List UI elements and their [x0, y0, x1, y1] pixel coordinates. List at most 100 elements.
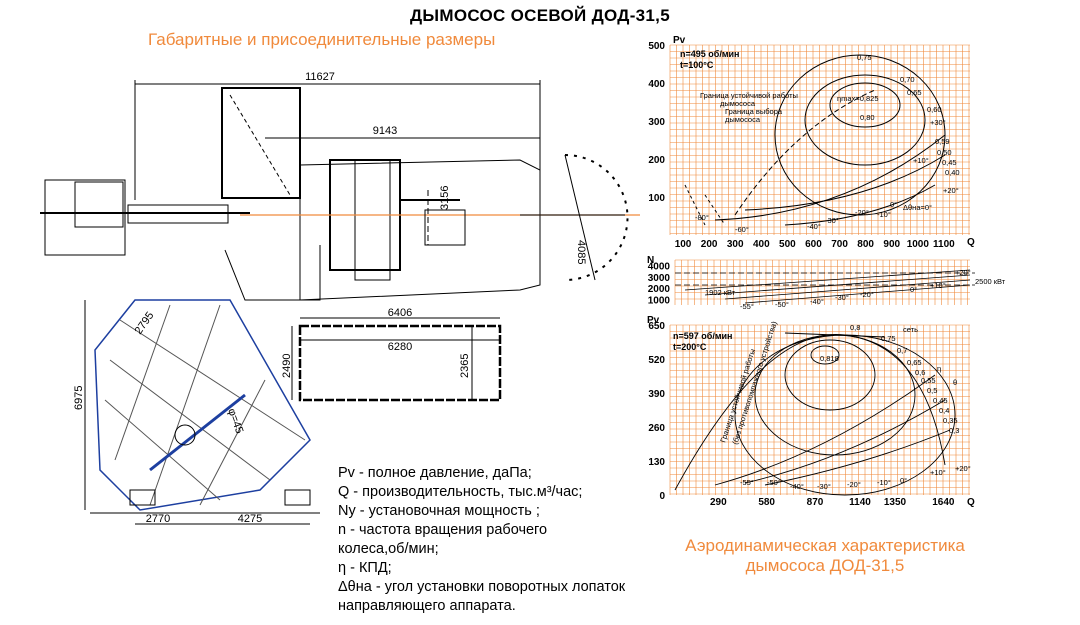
chart1-y-tick: 500 [648, 41, 665, 52]
chart1-angle-curve [744, 154, 946, 211]
chart1-angle-label: -60° [735, 225, 749, 234]
chart3-eff-label: 0,55 [921, 376, 936, 385]
legend-line: направляющего аппарата. [338, 598, 516, 614]
chart2-power-line [744, 284, 971, 304]
chart3-angle-label: -10° [877, 478, 891, 487]
chart3-network-line [784, 332, 886, 338]
dim-4085: 4085 [575, 240, 587, 264]
dimension-drawing: 11627 9143 3156 4085 6406 6280 2490 2365… [40, 71, 640, 525]
chart3-eta-label: η [937, 364, 941, 373]
chart3-eff-label: 0,35 [943, 416, 958, 425]
chart1-pv-label: Pv [673, 35, 686, 46]
chart2-angle-label: -20° [860, 290, 874, 299]
chart2-angle-label: +20° [955, 268, 971, 277]
chart1-angle-label: -30° [825, 216, 839, 225]
caption-line-2: дымососа ДОД-31,5 [745, 556, 905, 575]
chart1-x-tick: 1000 [907, 239, 930, 250]
chart3-eff-label: 0,65 [907, 358, 922, 367]
chart3-y-tick: 0 [659, 491, 665, 502]
chart2-y-tick: 1000 [648, 295, 671, 306]
dim-3156: 3156 [439, 186, 451, 210]
chart3-y-tick: 260 [648, 423, 665, 434]
chart1-y-tick: 100 [648, 193, 665, 204]
chart3-eff-label: 0,3 [949, 426, 959, 435]
chart2-power-line [724, 279, 971, 300]
chart1-annotation: Δθна=0° [903, 203, 932, 212]
inlet-box [221, 87, 301, 199]
legend-line: Ny - установочная мощность ; [338, 503, 540, 519]
chart3-eff-label: 0,6 [915, 368, 925, 377]
chart3-info-rpm: n=597 об/мин [673, 331, 732, 341]
chart3-angle-label: -55° [740, 478, 754, 487]
chart3-angle-label: +10° [930, 468, 946, 477]
chart2-y-tick: 3000 [648, 273, 671, 284]
legend-line: Q - производительность, тыс.м³/час; [338, 484, 583, 500]
chart3-q-label: Q [967, 497, 975, 508]
chart2-angle-label: +10° [930, 281, 946, 290]
chart1-angle-label: -80° [695, 213, 709, 222]
chart1-eff-label: 0,80 [860, 113, 875, 122]
chart3-eff-label: 0,75 [881, 334, 896, 343]
chart3-eff-label: 0,8 [850, 323, 860, 332]
chart1-x-tick: 300 [727, 239, 744, 250]
chart3-eff-label: 0,5 [927, 386, 937, 395]
chart1-x-tick: 400 [753, 239, 770, 250]
chart3-eff-curve [784, 339, 876, 411]
legend-line: колеса,об/мин; [338, 541, 439, 557]
chart2-angle-label: 0° [910, 285, 917, 294]
chart2-angle-label: -55° [740, 302, 754, 311]
chart1-angle-label: -10° [877, 210, 891, 219]
chart2-y-tick: 2000 [648, 284, 671, 295]
chart1-eff-label: 0,75 [857, 53, 872, 62]
dim-overall-length: 11627 [305, 71, 335, 83]
legend-line: η - КПД; [338, 560, 392, 576]
chart2-power-2500: 2500 кВт [975, 277, 1006, 286]
chart2-y-tick: 4000 [648, 262, 671, 273]
chart3-x-tick: 580 [758, 497, 775, 508]
chart3-x-tick: 1140 [849, 497, 871, 508]
chart1-annotation: Граница выбора [725, 107, 783, 116]
legend-line: n - частота вращения рабочего [338, 522, 548, 538]
chart1-info-rpm: n=495 об/мин [680, 49, 739, 59]
chart1-x-tick: 500 [779, 239, 796, 250]
dim-6406: 6406 [388, 307, 412, 319]
chart1-x-tick: 700 [831, 239, 848, 250]
chart1-q-label: Q [967, 237, 975, 248]
chart2-angle-label: -40° [810, 297, 824, 306]
caption-line-1: Аэродинамическая характеристика [685, 536, 965, 555]
chart3-eff-curve [734, 334, 956, 496]
chart3-x-tick: 290 [710, 497, 727, 508]
chart2-angle-label: -50° [775, 300, 789, 309]
chart3-x-tick: 1350 [884, 497, 907, 508]
chart3-eff-label: 0,7 [897, 346, 907, 355]
chart2-n-label: N [647, 255, 654, 266]
chart1-eff-label: 0,59 [935, 137, 950, 146]
chart1-eff-curve [804, 74, 926, 166]
chart3-y-tick: 130 [648, 457, 665, 468]
chart3-eff-label: 0,4 [939, 406, 949, 415]
dim-6975: 6975 [73, 386, 85, 410]
chart3-y-tick: 650 [648, 321, 665, 332]
chart3-angle-curve [764, 429, 951, 486]
chart1-annotation: дымососа [720, 99, 756, 108]
chart3-x-tick: 1640 [932, 497, 955, 508]
dim-4275: 4275 [238, 513, 262, 525]
aerodynamic-caption: Аэродинамическая характеристика дымососа… [660, 536, 990, 576]
chart1-x-tick: 800 [857, 239, 874, 250]
chart1-x-tick: 1100 [933, 239, 955, 250]
chart3-eff-curve [810, 345, 840, 365]
chart3-angle-curve [744, 399, 946, 484]
chart1-x-tick: 900 [883, 239, 900, 250]
chart1-annotation: Граница устойчивой работы [700, 91, 798, 100]
chart1-eff-label: 0,60 [927, 105, 942, 114]
chart1-eff-label: 0,70 [900, 75, 915, 84]
chart1-eff-label: 0,65 [907, 88, 922, 97]
dim-9143: 9143 [373, 125, 397, 137]
chart1-angle-label: 0° [890, 200, 897, 209]
chart2-angle-label: -30° [835, 293, 849, 302]
chart1-y-tick: 200 [648, 155, 665, 166]
dim-phi-45: φ=45 [225, 407, 245, 435]
legend-line: Pv - полное давление, даПа; [338, 465, 532, 481]
